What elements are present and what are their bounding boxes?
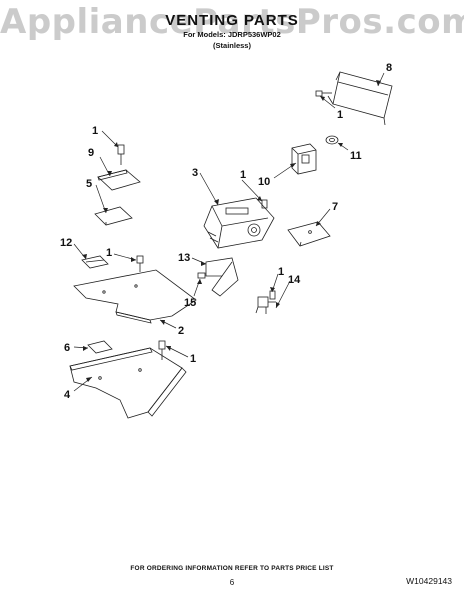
callout-1-c: 1	[240, 169, 246, 181]
watermark: AppliancePartsPros.com	[0, 2, 464, 42]
part-13-bracket	[205, 257, 239, 297]
part-8-bracket	[327, 71, 393, 126]
part-1-screw-d	[136, 255, 144, 272]
part-7-plate	[287, 221, 331, 247]
callout-1-f: 1	[190, 353, 196, 365]
part-14-hardware	[255, 290, 276, 314]
part-3-blower-housing	[203, 197, 275, 249]
callout-numbers: 8 1 11 1 9 5 3 1 10 7 12 1 13 1 14 15 2 …	[60, 62, 392, 401]
callout-1-d: 1	[106, 247, 112, 259]
part-2-panel	[73, 269, 197, 324]
callout-8: 8	[386, 62, 392, 74]
callout-1-a: 1	[337, 109, 343, 121]
page-number: 6	[229, 578, 235, 587]
part-10-block	[291, 143, 317, 175]
callout-15: 15	[184, 297, 196, 309]
callout-5: 5	[86, 178, 92, 190]
callout-4: 4	[64, 389, 71, 401]
part-6-tab	[87, 340, 113, 354]
callout-7: 7	[332, 201, 338, 213]
callout-12: 12	[60, 237, 72, 249]
part-4-lower-panel	[69, 347, 187, 419]
part-12-clip	[81, 255, 109, 269]
callout-6: 6	[64, 342, 70, 354]
callout-10: 10	[258, 176, 270, 188]
callout-1-b: 1	[92, 125, 98, 137]
leader-arrowheads	[82, 80, 381, 382]
part-5-plate	[94, 206, 133, 226]
part-1-screw-c	[261, 199, 268, 209]
callout-1-e: 1	[278, 266, 284, 278]
callout-9: 9	[88, 147, 94, 159]
callout-11: 11	[350, 150, 362, 162]
part-9-plate	[97, 169, 141, 191]
part-15-screw	[197, 272, 206, 279]
part-1-screw-a	[315, 90, 332, 97]
document-number: W10429143	[406, 576, 452, 586]
model-subtitle: For Models: JDRP536WP02	[183, 30, 281, 39]
part-11-grommet	[325, 135, 339, 145]
finish-subtitle: (Stainless)	[213, 41, 251, 50]
callout-3: 3	[192, 167, 198, 179]
part-1-screw-b	[117, 144, 125, 165]
part-1-screw-f	[158, 340, 166, 360]
callout-14: 14	[288, 274, 301, 286]
ordering-note: FOR ORDERING INFORMATION REFER TO PARTS …	[130, 565, 334, 572]
callout-2: 2	[178, 325, 184, 337]
page-title: VENTING PARTS	[165, 12, 299, 29]
callout-13: 13	[178, 252, 190, 264]
